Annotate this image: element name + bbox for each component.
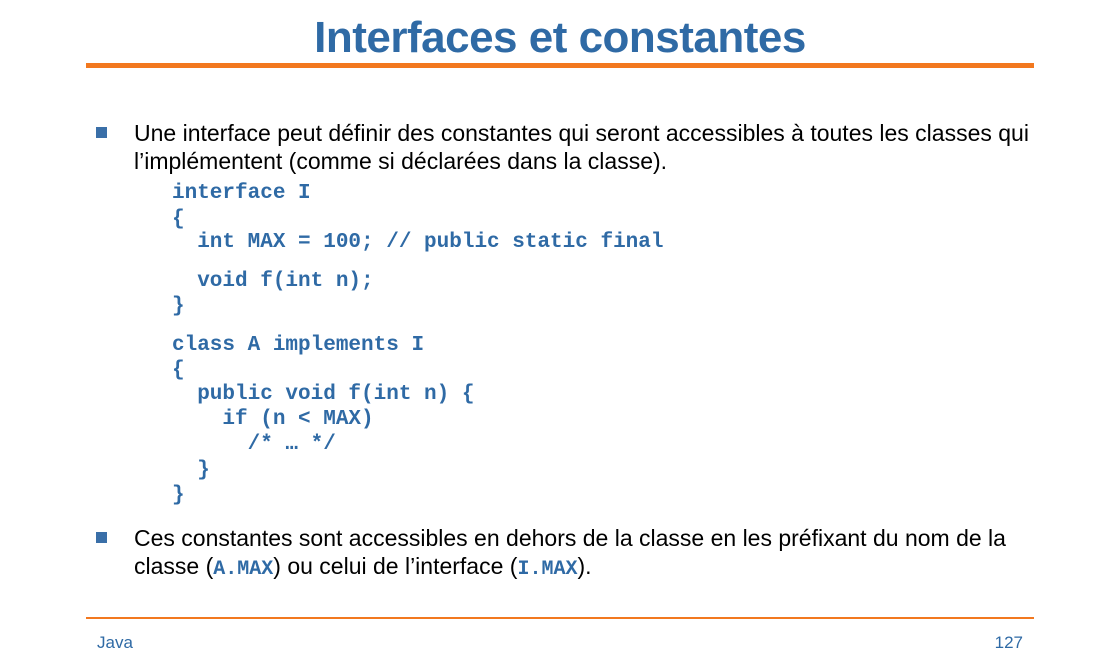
bullet2-text-middle: ) ou celui de l’interface (	[273, 553, 518, 579]
bullet-square-icon	[96, 532, 107, 543]
code-line: interface I	[172, 182, 311, 205]
inline-code-a-max: A.MAX	[213, 558, 274, 581]
page-number: 127	[994, 633, 1023, 652]
code-line: /* … */	[172, 433, 336, 456]
code-line: int MAX = 100; // public static final	[172, 231, 664, 254]
inline-code-i-max: I.MAX	[517, 558, 578, 581]
code-line: }	[172, 484, 185, 507]
bullet-text-2: Ces constantes sont accessibles en dehor…	[134, 524, 1034, 584]
code-line: }	[172, 459, 210, 482]
bullet-square-icon	[96, 127, 107, 138]
title-divider	[86, 63, 1034, 68]
code-line: void f(int n);	[172, 270, 374, 293]
code-line: if (n < MAX)	[172, 408, 374, 431]
footer-label: Java	[97, 633, 133, 652]
code-line: {	[172, 208, 185, 231]
code-line: class A implements I	[172, 334, 425, 357]
code-line: public void f(int n) {	[172, 383, 475, 406]
slide-title: Interfaces et constantes	[314, 13, 806, 62]
bullet2-text-after: ).	[577, 553, 592, 579]
bullet2-text-before: Ces constantes sont accessibles en dehor…	[134, 525, 1006, 579]
code-block: interface I { int MAX = 100; // public s…	[172, 0, 663, 507]
code-line: }	[172, 295, 185, 318]
footer-divider	[86, 617, 1034, 619]
bullet-text-1: Une interface peut définir des constante…	[134, 120, 1029, 174]
code-line: {	[172, 359, 185, 382]
